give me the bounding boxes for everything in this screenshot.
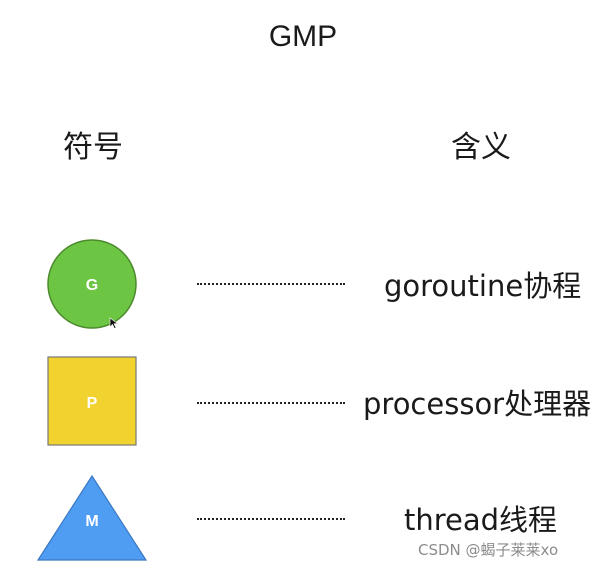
processor-dotted-leader (197, 402, 345, 404)
goroutine-letter: G (86, 277, 98, 294)
processor-square-shape (47, 356, 137, 446)
thread-meaning: thread线程 (404, 503, 558, 537)
goroutine-symbol: G (47, 239, 137, 329)
symbol-column-header: 符号 (63, 130, 123, 165)
meaning-column-header: 含义 (451, 130, 511, 165)
csdn-watermark: CSDN @蝎子莱莱xo (418, 541, 559, 559)
processor-letter: P (87, 395, 98, 412)
goroutine-meaning: goroutine协程 (384, 269, 582, 303)
processor-meaning: processor处理器 (363, 387, 592, 421)
goroutine-circle-shape (47, 239, 137, 329)
thread-letter: M (85, 513, 98, 530)
mouse-cursor-icon (109, 317, 119, 329)
goroutine-dotted-leader (197, 283, 345, 285)
processor-symbol: P (47, 356, 137, 446)
thread-symbol: M (36, 474, 148, 561)
thread-dotted-leader (197, 518, 345, 520)
thread-triangle-shape (36, 474, 148, 561)
diagram-title: GMP (268, 20, 338, 53)
